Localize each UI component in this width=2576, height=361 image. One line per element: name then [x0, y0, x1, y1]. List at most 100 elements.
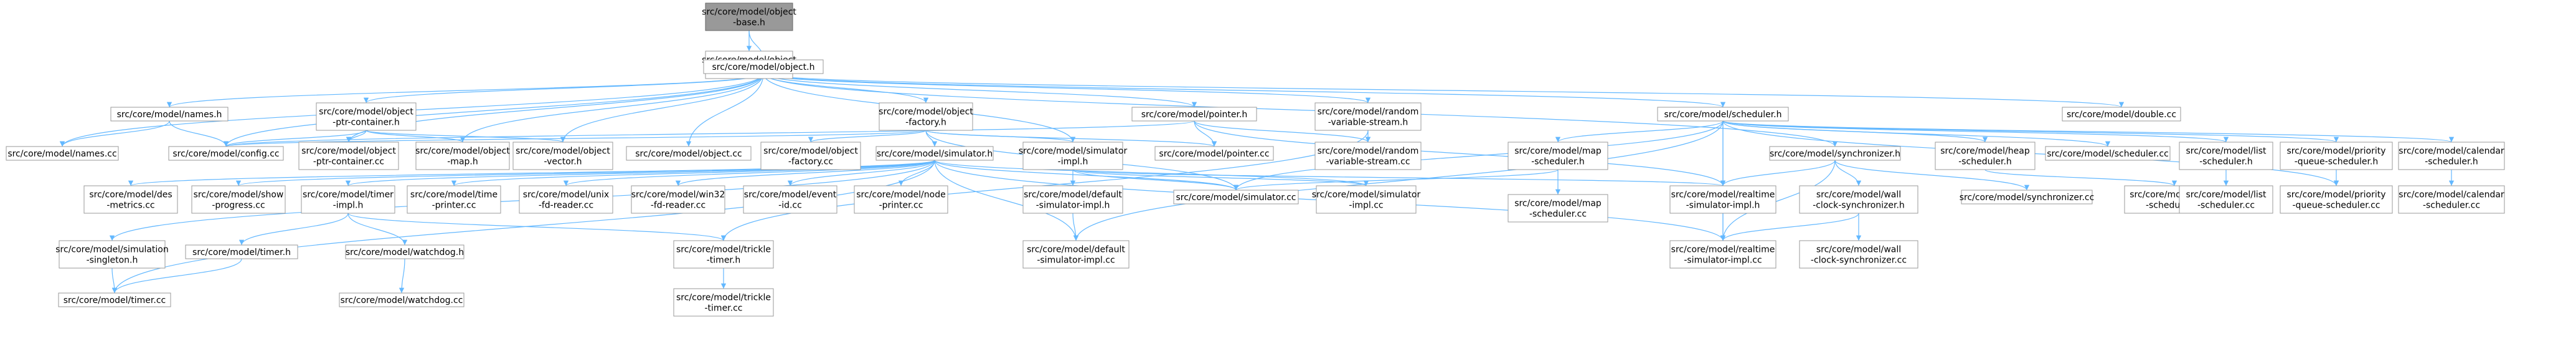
- file-node-object-map-h[interactable]: src/core/model/object-map.h: [415, 142, 510, 170]
- node-label: src/core/model/calendar: [2399, 147, 2504, 156]
- node-label: src/core/model/simulator: [1019, 147, 1128, 156]
- file-node-simulation-singleton-h[interactable]: src/core/model/simulation-singleton.h: [55, 240, 169, 269]
- file-node-simulator-impl-cc[interactable]: src/core/model/simulator-impl.cc: [1312, 185, 1421, 214]
- edge-object-ptr-container-h-to-config-cc: [223, 130, 367, 147]
- file-node-timer-h[interactable]: src/core/model/timer.h: [185, 244, 298, 259]
- file-node-object-ptr-container-h[interactable]: src/core/model/object-ptr-container.h: [316, 102, 417, 131]
- file-node-timer-cc[interactable]: src/core/model/timer.cc: [58, 292, 171, 307]
- file-node-object-base-h[interactable]: src/core/model/object-base.h: [702, 2, 796, 31]
- edge-object-h-to-object-map-h: [460, 73, 764, 143]
- file-node-names-cc[interactable]: src/core/model/names.cc: [6, 146, 119, 161]
- file-node-simulator-h[interactable]: src/core/model/simulator.h: [875, 146, 994, 161]
- file-node-object-vector-h[interactable]: src/core/model/object-vector.h: [512, 142, 613, 170]
- file-node-trickle-timer-h[interactable]: src/core/model/trickle-timer.h: [673, 240, 774, 269]
- file-node-calendar-scheduler-h[interactable]: src/core/model/calendar-scheduler.h: [2398, 142, 2505, 170]
- file-node-object-factory-h[interactable]: src/core/model/object-factory.h: [879, 102, 973, 131]
- node-label: -vector.h: [544, 157, 582, 167]
- file-node-wall-clock-synchronizer-h[interactable]: src/core/model/wall-clock-synchronizer.h: [1799, 185, 1918, 214]
- node-label: src/core/model/node: [856, 190, 945, 200]
- edge-pointer-h-to-pointer-cc: [1194, 120, 1217, 147]
- file-node-object-ptr-container-cc[interactable]: src/core/model/object-ptr-container.cc: [298, 142, 399, 170]
- node-label: -simulator-impl.cc: [1684, 256, 1762, 266]
- file-node-default-simulator-impl-cc[interactable]: src/core/model/default-simulator-impl.cc: [1022, 240, 1130, 269]
- edge-simulation-singleton-h-to-timer-cc: [111, 267, 118, 294]
- node-box: [1799, 240, 1918, 269]
- edge-names-h-to-config-cc: [169, 120, 229, 147]
- file-node-scheduler-h[interactable]: src/core/model/scheduler.h: [1657, 107, 1789, 122]
- file-node-trickle-timer-cc[interactable]: src/core/model/trickle-timer.cc: [673, 288, 774, 317]
- file-node-simulator-cc[interactable]: src/core/model/simulator.cc: [1173, 190, 1299, 205]
- node-label: src/core/model/map: [1514, 147, 1602, 156]
- edge-timer-impl-h-to-timer-h: [238, 213, 349, 246]
- file-node-object-cc[interactable]: src/core/model/object.cc: [626, 146, 752, 161]
- file-node-win32-fd-reader-cc[interactable]: src/core/model/win32-fd-reader.cc: [631, 185, 725, 214]
- node-box: [1507, 142, 1608, 170]
- node-box: [110, 107, 229, 122]
- file-node-realtime-simulator-impl-cc[interactable]: src/core/model/realtime-simulator-impl.c…: [1669, 240, 1776, 269]
- file-node-watchdog-cc[interactable]: src/core/model/watchdog.cc: [339, 292, 465, 307]
- node-label: -impl.h: [1058, 157, 1088, 167]
- file-node-names-h[interactable]: src/core/model/names.h: [110, 107, 229, 122]
- node-box: [1022, 142, 1123, 170]
- edge-simulator-h-to-timer-impl-h: [346, 160, 935, 186]
- node-box: [2280, 185, 2393, 214]
- file-node-pointer-cc[interactable]: src/core/model/pointer.cc: [1154, 146, 1274, 161]
- file-node-map-scheduler-h[interactable]: src/core/model/map-scheduler.h: [1507, 142, 1608, 170]
- file-node-heap-scheduler-h[interactable]: src/core/model/heap-scheduler.h: [1935, 142, 2036, 170]
- node-box: [2062, 107, 2181, 122]
- edge-simulator-h-to-show-progress-cc: [236, 160, 935, 186]
- node-label: -factory.cc: [788, 157, 833, 167]
- file-node-scheduler-cc[interactable]: src/core/model/scheduler.cc: [2045, 146, 2171, 161]
- node-label: -queue-scheduler.cc: [2292, 201, 2380, 211]
- file-node-list-scheduler-h[interactable]: src/core/model/list-scheduler.h: [2179, 142, 2273, 170]
- file-node-timer-impl-h[interactable]: src/core/model/timer-impl.h: [301, 185, 395, 214]
- file-node-des-metrics-cc[interactable]: src/core/model/des-metrics.cc: [83, 185, 178, 214]
- node-label: src/core/model/object: [702, 7, 796, 17]
- file-node-config-cc[interactable]: src/core/model/config.cc: [168, 146, 284, 161]
- file-node-event-id-cc[interactable]: src/core/model/event-id.cc: [743, 185, 837, 214]
- file-node-default-simulator-impl-h[interactable]: src/core/model/default-simulator-impl.h: [1022, 185, 1123, 214]
- node-box: [2045, 146, 2171, 161]
- file-node-double-cc[interactable]: src/core/model/double.cc: [2062, 107, 2181, 122]
- file-node-synchronizer-h[interactable]: src/core/model/synchronizer.h: [1769, 146, 1901, 161]
- file-node-synchronizer-cc[interactable]: src/core/model/synchronizer.cc: [1960, 190, 2095, 205]
- node-box: [1669, 240, 1776, 269]
- edge-scheduler-h-to-map-scheduler-h: [1555, 120, 1724, 143]
- file-node-priority-queue-scheduler-cc[interactable]: src/core/model/priority-queue-scheduler.…: [2280, 185, 2393, 214]
- file-node-list-scheduler-cc[interactable]: src/core/model/list-scheduler.cc: [2179, 185, 2273, 214]
- file-node-pointer-h[interactable]: src/core/model/pointer.h: [1131, 107, 1257, 122]
- file-node-object-factory-cc[interactable]: src/core/model/object-factory.cc: [760, 142, 861, 170]
- node-box: [191, 185, 286, 214]
- node-label: src/core/model/watchdog.h: [346, 248, 464, 258]
- edge-scheduler-h-to-list-scheduler-h: [1722, 120, 2229, 143]
- node-label: src/core/model/priority: [2286, 190, 2385, 200]
- node-box: [875, 146, 994, 161]
- file-node-random-variable-stream-h[interactable]: src/core/model/random-variable-stream.h: [1314, 102, 1422, 131]
- file-node-object-h[interactable]: src/core/model/object.h: [703, 59, 824, 74]
- file-node-calendar-scheduler-cc[interactable]: src/core/model/calendar-scheduler.cc: [2398, 185, 2505, 214]
- edge-timer-impl-h-to-trickle-timer-h: [347, 213, 726, 241]
- node-box: [2280, 142, 2393, 170]
- file-node-map-scheduler-cc[interactable]: src/core/model/map-scheduler.cc: [1507, 194, 1608, 223]
- file-node-wall-clock-synchronizer-cc[interactable]: src/core/model/wall-clock-synchronizer.c…: [1799, 240, 1918, 269]
- file-node-show-progress-cc[interactable]: src/core/model/show-progress.cc: [191, 185, 286, 214]
- node-label: src/core/model/des: [89, 190, 172, 200]
- file-node-unix-fd-reader-cc[interactable]: src/core/model/unix-fd-reader.cc: [519, 185, 613, 214]
- node-box: [854, 185, 948, 214]
- file-node-simulator-impl-h[interactable]: src/core/model/simulator-impl.h: [1019, 142, 1128, 170]
- edge-object-ptr-container-h-to-object-vector-h: [366, 130, 565, 143]
- edge-simulator-h-to-unix-fd-reader-cc: [564, 160, 935, 186]
- file-node-realtime-simulator-impl-h[interactable]: src/core/model/realtime-simulator-impl.h: [1669, 185, 1776, 214]
- file-node-node-printer-cc[interactable]: src/core/model/node-printer.cc: [854, 185, 948, 214]
- node-label: src/core/model/object: [516, 147, 610, 156]
- node-label: src/core/model/timer.cc: [64, 296, 166, 306]
- file-node-watchdog-h[interactable]: src/core/model/watchdog.h: [345, 244, 465, 259]
- node-label: src/core/model/default: [1024, 190, 1122, 200]
- edge-names-h-to-names-cc: [59, 120, 170, 147]
- node-box: [1961, 190, 2093, 205]
- node-label: -variable-stream.h: [1328, 118, 1408, 128]
- file-node-random-variable-stream-cc[interactable]: src/core/model/random-variable-stream.cc: [1314, 142, 1422, 170]
- file-node-time-printer-cc[interactable]: src/core/model/time-printer.cc: [407, 185, 501, 214]
- node-box: [407, 185, 501, 214]
- file-node-priority-queue-scheduler-h[interactable]: src/core/model/priority-queue-scheduler.…: [2280, 142, 2393, 170]
